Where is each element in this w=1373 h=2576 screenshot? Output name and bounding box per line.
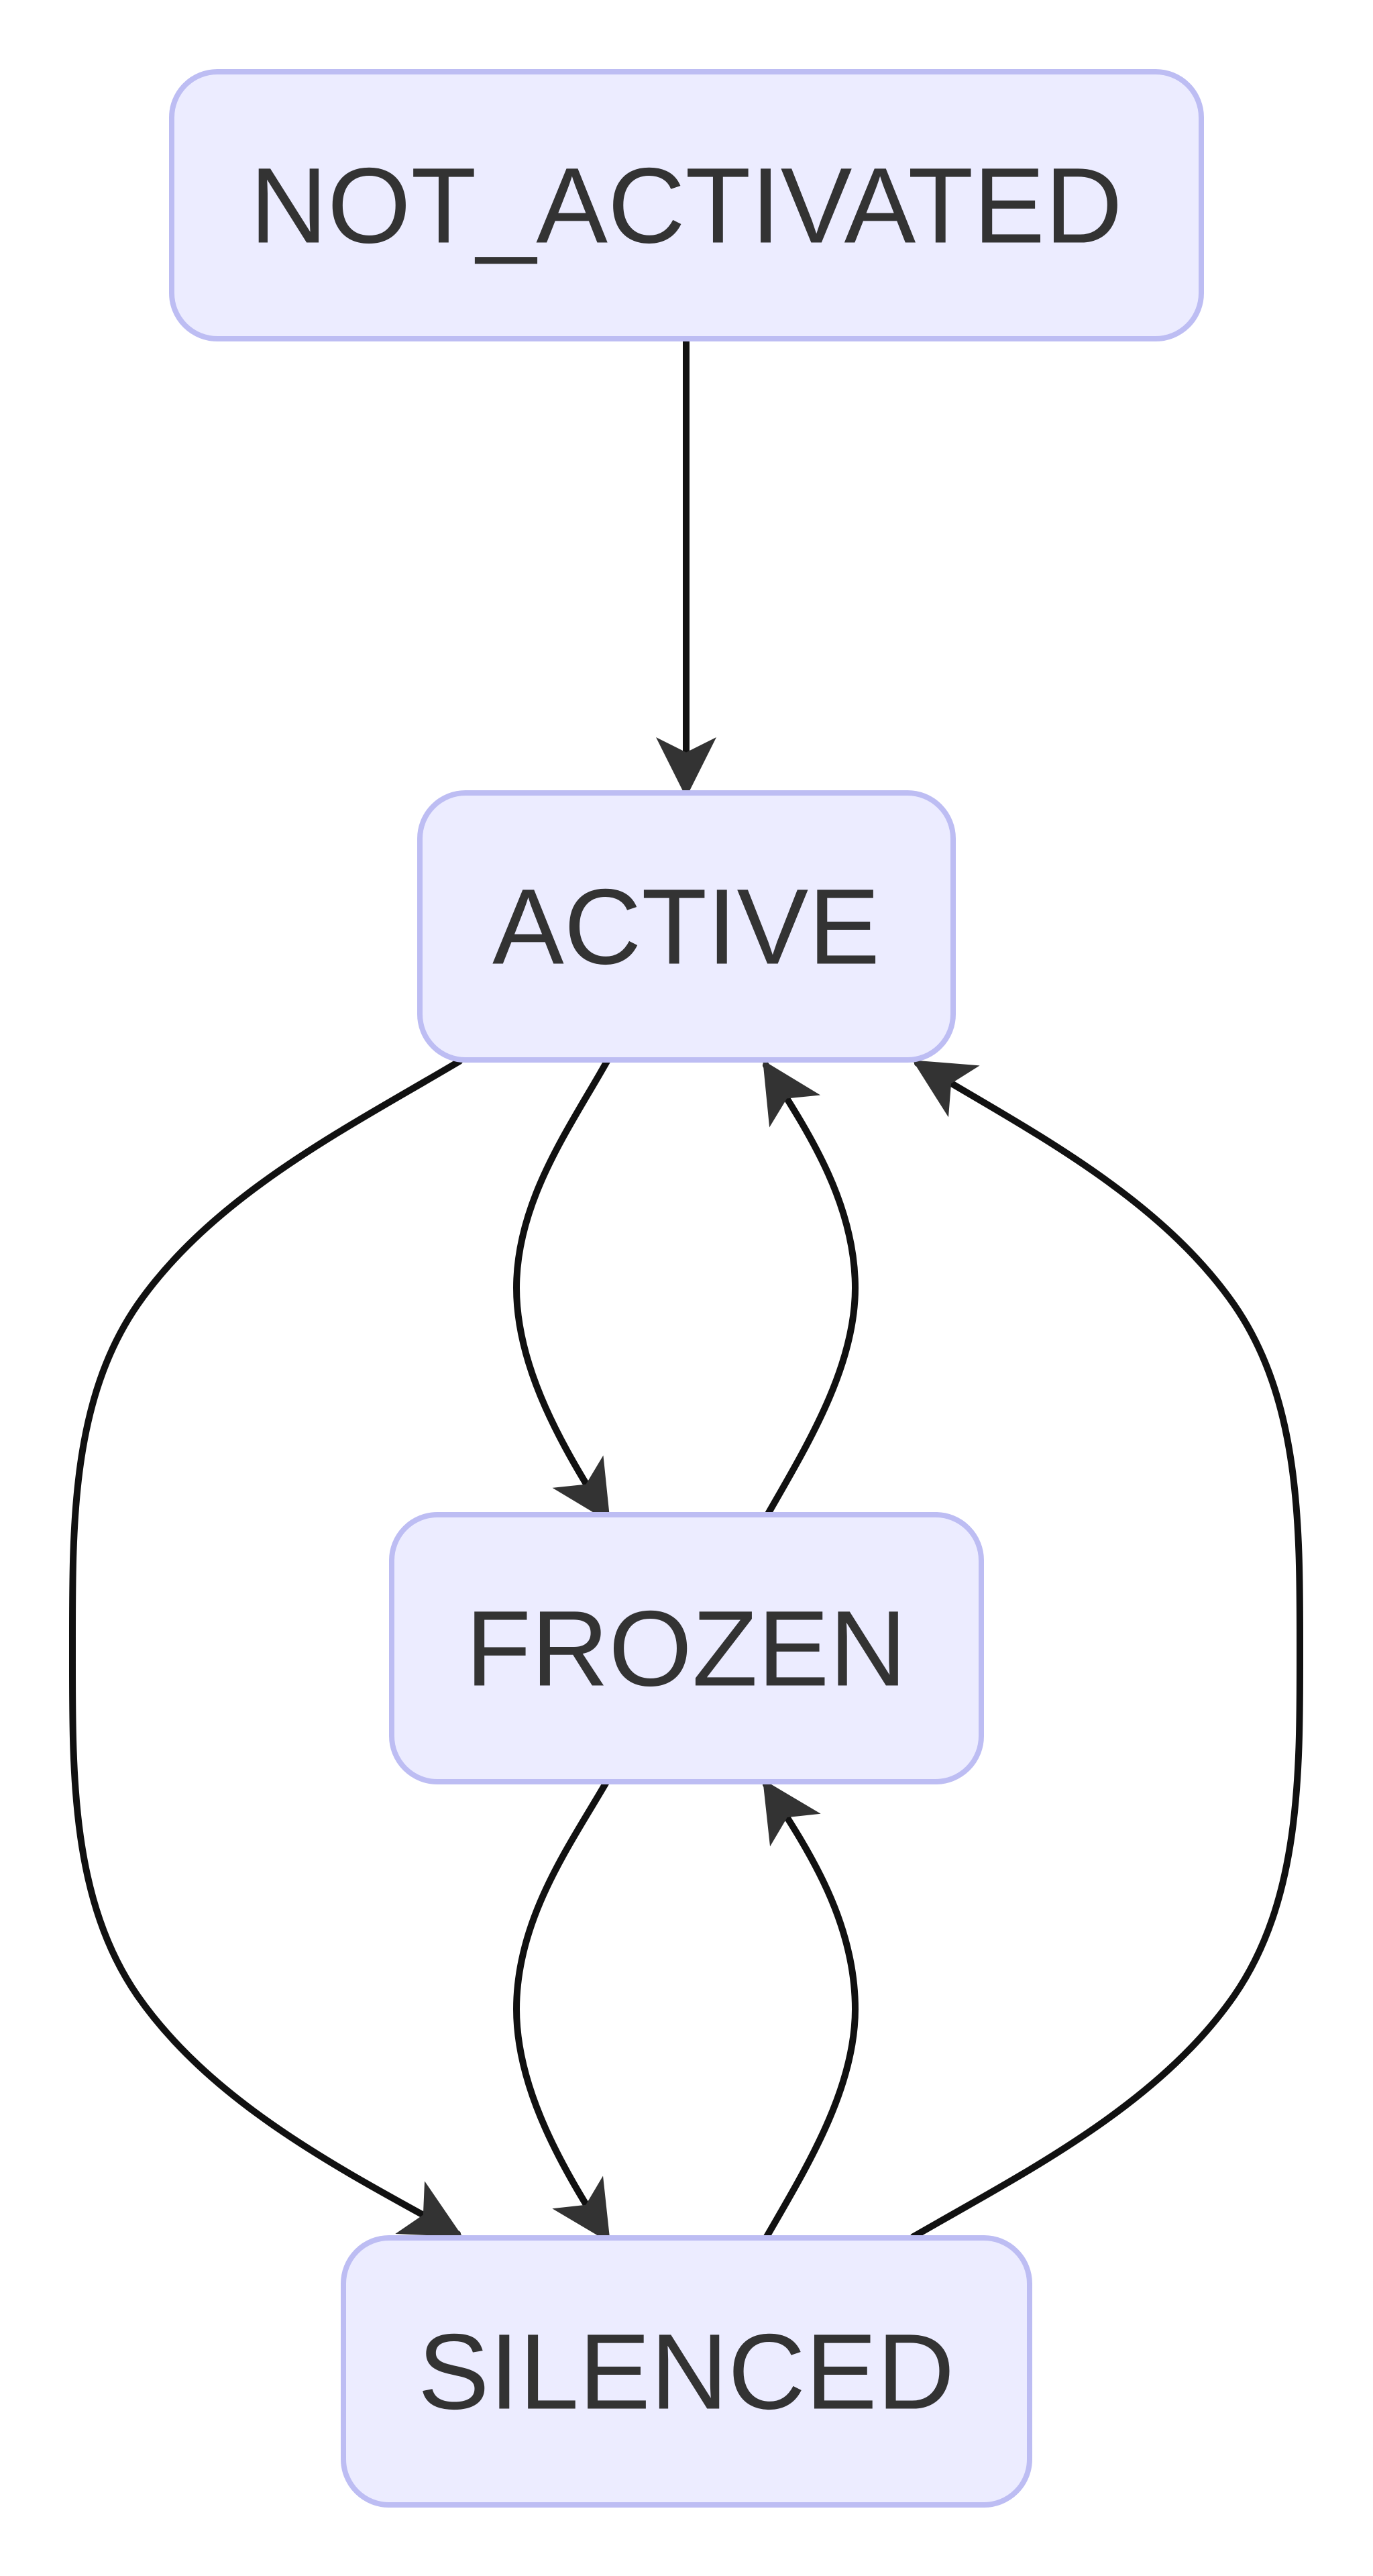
edge-active-to-frozen xyxy=(512,1058,610,1523)
edge-silenced-to-active xyxy=(910,1060,1304,2240)
state-label: ACTIVE xyxy=(492,867,880,987)
edge-frozen-to-active xyxy=(763,1060,859,1521)
state-active[interactable]: ACTIVE xyxy=(417,790,956,1063)
state-box xyxy=(389,1512,984,1784)
state-label: FROZEN xyxy=(465,1589,907,1709)
transitions xyxy=(68,335,1304,2243)
state-not-activated[interactable]: NOT_ACTIVATED xyxy=(169,69,1204,341)
state-box xyxy=(341,2235,1032,2508)
edge-silenced-to-frozen xyxy=(763,1779,859,2241)
state-silenced[interactable]: SILENCED xyxy=(341,2235,1032,2508)
state-frozen[interactable]: FROZEN xyxy=(389,1512,984,1784)
edge-active-to-silenced xyxy=(68,1058,463,2237)
state-label: SILENCED xyxy=(418,2312,954,2432)
state-box xyxy=(417,790,956,1063)
edge-frozen-to-silenced xyxy=(512,1778,610,2243)
state-label: NOT_ACTIVATED xyxy=(250,146,1123,266)
state-box xyxy=(169,69,1204,341)
